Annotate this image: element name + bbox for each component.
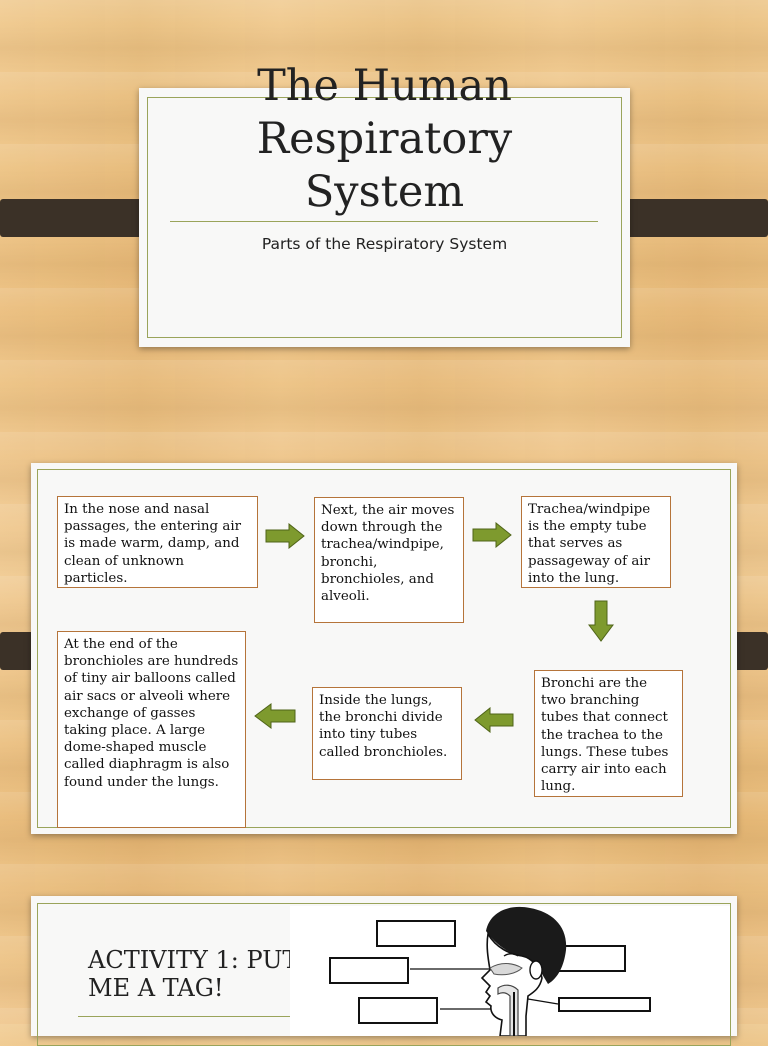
title-line-1: The Human xyxy=(257,61,512,111)
label-tag-box[interactable] xyxy=(329,957,409,984)
label-tag-box[interactable] xyxy=(558,997,651,1012)
activity-title-line-1: ACTIVITY 1: PUT xyxy=(88,946,299,974)
arrow-down-icon xyxy=(588,600,614,642)
activity-title-line-2: ME A TAG! xyxy=(88,974,224,1002)
title-line-3: System xyxy=(304,167,465,217)
flow-box-bronchioles: Inside the lungs, the bronchi divide int… xyxy=(312,687,462,780)
activity-slide[interactable]: ACTIVITY 1: PUT ME A TAG! xyxy=(31,896,737,1046)
flow-box-air-moves: Next, the air moves down through the tra… xyxy=(314,497,464,623)
arrow-left-icon xyxy=(254,703,296,729)
title-slide[interactable]: The Human Respiratory System Parts of th… xyxy=(139,61,630,347)
respiratory-head-illustration xyxy=(410,906,567,1036)
title-line-2: Respiratory xyxy=(256,114,513,164)
arrow-right-icon xyxy=(472,522,512,548)
activity-title-underline xyxy=(78,1016,320,1017)
flow-slide-frame xyxy=(37,469,731,828)
title-divider xyxy=(170,221,598,222)
flow-box-bronchi: Bronchi are the two branching tubes that… xyxy=(534,670,683,797)
dark-band-left-1 xyxy=(0,199,155,237)
flow-box-trachea: Trachea/windpipe is the empty tube that … xyxy=(521,496,671,588)
label-tag-box[interactable] xyxy=(376,920,456,947)
activity-title: ACTIVITY 1: PUT ME A TAG! xyxy=(88,946,298,1002)
arrow-right-icon xyxy=(265,523,305,549)
page-title: The Human Respiratory System xyxy=(139,60,630,219)
title-slide-frame xyxy=(147,97,622,338)
dark-band-right-1 xyxy=(613,199,768,237)
flow-slide[interactable]: In the nose and nasal passages, the ente… xyxy=(31,463,737,834)
flow-box-alveoli: At the end of the bronchioles are hundre… xyxy=(57,631,246,828)
page-subtitle: Parts of the Respiratory System xyxy=(261,235,508,253)
label-tag-box[interactable] xyxy=(358,997,438,1024)
arrow-left-icon xyxy=(474,707,514,733)
flow-box-nose: In the nose and nasal passages, the ente… xyxy=(57,496,258,588)
